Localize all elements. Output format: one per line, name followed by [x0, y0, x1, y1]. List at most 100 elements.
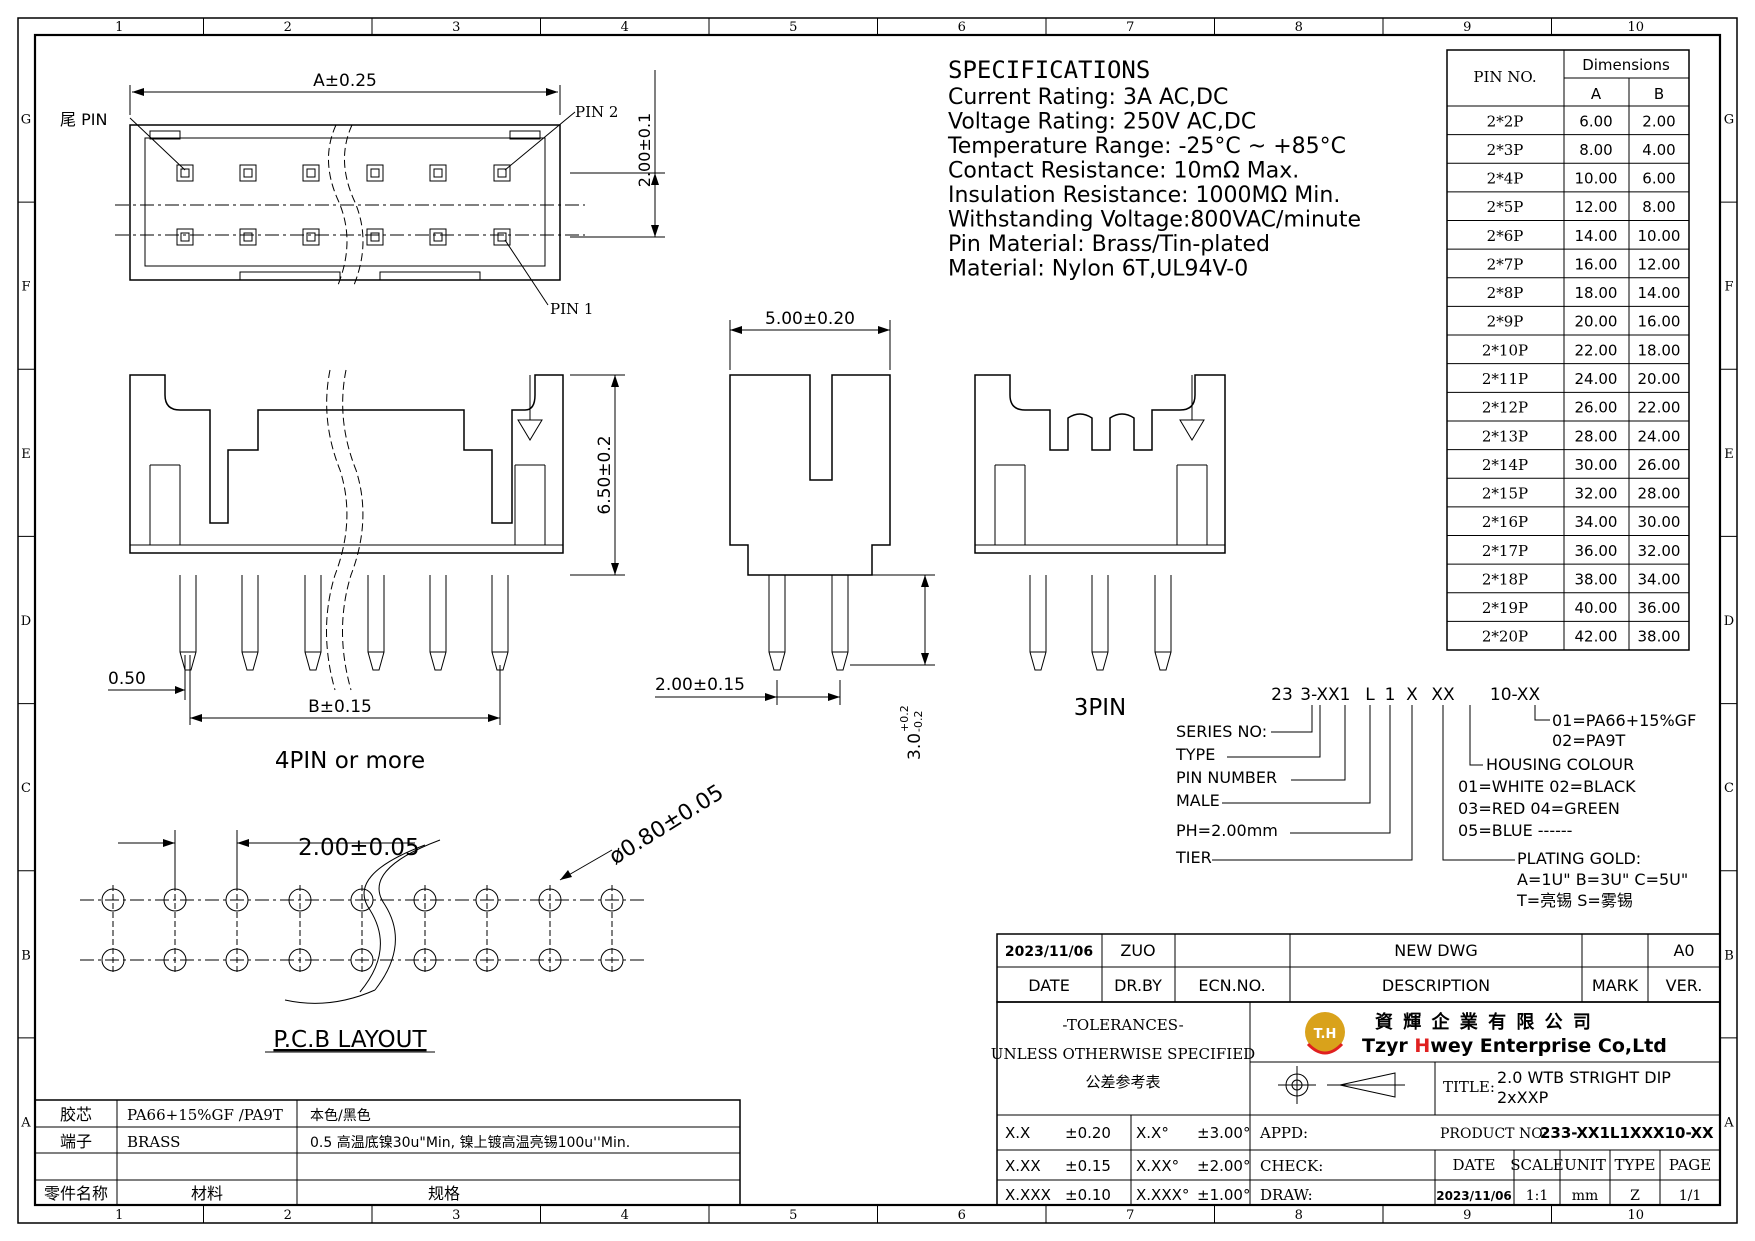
table-header-b: B [1654, 85, 1664, 103]
table-cell-b: 8.00 [1642, 198, 1675, 216]
table-cell-b: 12.00 [1638, 255, 1681, 273]
table-cell-a: 28.00 [1575, 427, 1618, 445]
spec-line: Contact Resistance: 10mΩ Max. [948, 159, 1299, 184]
table-cell-b: 10.00 [1638, 227, 1681, 245]
table-cell-a: 22.00 [1575, 341, 1618, 359]
frame-row-label-right: B [1724, 948, 1734, 963]
materials-cell-material: BRASS [127, 1133, 180, 1151]
table-cell-pin: 2*10P [1482, 341, 1528, 359]
table-cell-a: 38.00 [1575, 570, 1618, 588]
frame-row-label-left: B [21, 948, 31, 963]
pin2-label: PIN 2 [575, 103, 618, 121]
code-segment: X [1406, 685, 1418, 705]
tolerance-linear-value: ±0.15 [1065, 1157, 1111, 1175]
code-male: MALE [1176, 791, 1220, 810]
table-cell-a: 42.00 [1575, 628, 1618, 646]
tolerance-angular-format: X.XXX° [1136, 1186, 1189, 1204]
table-cell-a: 34.00 [1575, 513, 1618, 531]
table-cell-pin: 2*15P [1482, 485, 1528, 503]
tolerances-chinese: 公差参考表 [1085, 1073, 1160, 1091]
code-series-no: SERIES NO: [1176, 722, 1267, 741]
table-cell-pin: 2*7P [1487, 255, 1524, 273]
tolerance-angular-value: ±3.00° [1197, 1124, 1250, 1142]
dim-width-label: 5.00±0.20 [765, 309, 855, 329]
frame-row-label-right: C [1724, 781, 1734, 796]
table-cell-b: 30.00 [1638, 513, 1681, 531]
table-cell-pin: 2*4P [1487, 170, 1524, 188]
company-name-english: Tzyr Hwey Enterprise Co,Ltd [1362, 1035, 1667, 1057]
header-scale: SCALE [1510, 1156, 1564, 1174]
frame-col-label-top: 2 [284, 20, 292, 35]
table-cell-pin: 2*13P [1482, 427, 1528, 445]
top-view-pin-grid [176, 164, 511, 246]
top-view-pin [239, 164, 257, 182]
table-cell-b: 36.00 [1638, 599, 1681, 617]
frame-row-label-left: D [21, 614, 31, 629]
pcb-pitch-label: 2.00±0.05 [298, 835, 420, 861]
frame-col-label-bottom: 4 [621, 1208, 629, 1223]
dim-side-pitch-label: 2.00±0.15 [655, 675, 745, 695]
terminal-pin [1029, 575, 1047, 671]
frame-row-label-right: G [1724, 113, 1734, 128]
frame-row-label-left: G [21, 113, 31, 128]
frame-row-label-left: E [21, 447, 31, 462]
terminal-pin [304, 575, 322, 671]
frame-col-label-top: 1 [115, 20, 123, 35]
terminal-pin [367, 575, 385, 671]
code-segment: XX [1431, 685, 1455, 705]
top-view-outline [129, 124, 561, 281]
tolerance-linear-format: X.X [1005, 1124, 1030, 1142]
table-header-a: A [1591, 85, 1602, 103]
dim-a-label: A±0.25 [313, 71, 377, 91]
table-cell-b: 6.00 [1642, 170, 1675, 188]
pcb-layout: 2.00±0.05 ø0.80±0.05 P.C.B LAYOUT [80, 780, 728, 1053]
top-view-pin [176, 228, 194, 246]
table-cell-a: 8.00 [1579, 141, 1612, 159]
table-cell-a: 16.00 [1575, 255, 1618, 273]
code-type: TYPE [1175, 745, 1215, 764]
code-housing-colour: HOUSING COLOUR [1486, 755, 1634, 774]
table-cell-b: 32.00 [1638, 542, 1681, 560]
materials-header-part: 零件名称 [44, 1184, 108, 1203]
table-cell-pin: 2*19P [1482, 599, 1528, 617]
code-segment: 10-XX [1490, 685, 1541, 705]
dim-b-label: B±0.15 [308, 697, 372, 717]
company-logo-text: T.H [1314, 1027, 1337, 1042]
frame-col-label-top: 3 [452, 20, 460, 35]
revision-block: 2023/11/06 ZUO NEW DWG A0 DATE DR.BY ECN… [996, 933, 1721, 1003]
top-view-pin [493, 164, 511, 182]
dim-tail-tol-up: +0.2 [898, 705, 911, 732]
code-plating-1: A=1U" B=3U" C=5U" [1517, 870, 1688, 889]
code-ph: PH=2.00mm [1176, 821, 1278, 840]
table-cell-b: 28.00 [1638, 485, 1681, 503]
tolerance-angular-value: ±1.00° [1197, 1186, 1250, 1204]
frame-col-label-bottom: 5 [789, 1208, 797, 1223]
code-segment: 1 [1385, 685, 1396, 705]
table-cell-a: 26.00 [1575, 399, 1618, 417]
frame-col-label-bottom: 10 [1627, 1208, 1644, 1223]
frame-col-label-bottom: 2 [284, 1208, 292, 1223]
title-line-1: 2.0 WTB STRIGHT DIP [1497, 1068, 1671, 1087]
table-cell-a: 20.00 [1575, 313, 1618, 331]
table-header-dimensions: Dimensions [1582, 56, 1670, 74]
rev-drby: ZUO [1120, 941, 1155, 960]
table-cell-b: 16.00 [1638, 313, 1681, 331]
top-view-pin [366, 228, 384, 246]
top-view-pin [429, 164, 447, 182]
table-cell-b: 22.00 [1638, 399, 1681, 417]
header-page: PAGE [1669, 1156, 1711, 1174]
frame-col-label-top: 9 [1463, 20, 1471, 35]
rev-date: 2023/11/06 [1005, 944, 1093, 960]
front-view-caption: 4PIN or more [275, 748, 425, 774]
code-plating-2: T=亮锡 S=雾锡 [1516, 891, 1633, 910]
rev-header-description: DESCRIPTION [1382, 976, 1490, 995]
frame-row-label-left: C [21, 781, 31, 796]
materials-cell-spec: 0.5 高温底镍30u"Min, 镍上镀高温亮锡100u''Min. [310, 1134, 630, 1151]
value-page: 1/1 [1679, 1188, 1702, 1204]
tolerance-linear-value: ±0.10 [1065, 1186, 1111, 1204]
materials-cell-spec: 本色/黑色 [310, 1107, 371, 1124]
code-segment: 3-XX [1300, 685, 1340, 705]
tolerance-angular-format: X.XX° [1136, 1157, 1179, 1175]
